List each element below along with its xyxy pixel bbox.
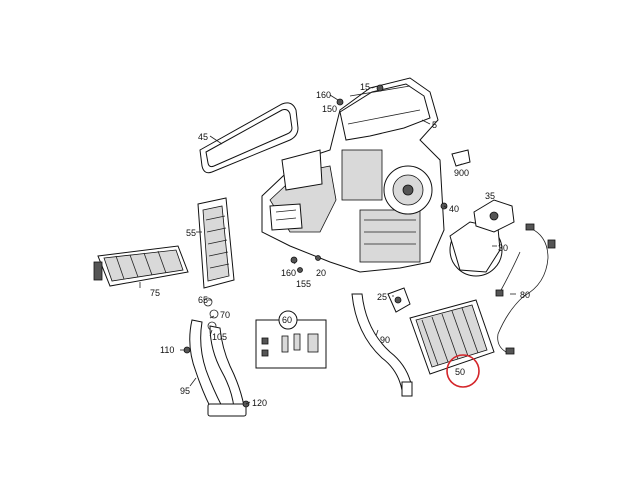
callout-160-bottom: 160 [281,268,296,278]
callout-150: 150 [322,104,337,114]
callout-110: 110 [160,345,174,355]
callout-70: 70 [220,310,230,320]
part-30-blower [449,221,503,277]
callout-900: 900 [454,168,469,178]
blower-on-housing [383,165,433,215]
callout-75: 75 [150,288,160,298]
callout-90: 90 [380,335,390,345]
callout-120: 120 [252,398,267,408]
callout-35: 35 [485,191,495,201]
part-80-harness [495,223,556,355]
leader-lines [139,86,516,405]
highlight-ring [446,354,480,388]
part-900-connector [451,149,471,167]
callout-160-top: 160 [316,90,331,100]
callout-105: 105 [212,332,227,342]
part-75-evaporator [93,245,189,287]
callout-30: 30 [498,243,508,253]
part-50-filter [409,299,495,375]
part-25-actuator [387,287,411,313]
callout-50: 50 [455,367,465,377]
hvac-housing [261,77,445,273]
callout-60: 60 [282,315,292,325]
callout-20: 20 [316,268,326,278]
callout-25: 25 [377,292,387,302]
callout-5: 5 [432,120,437,130]
callout-15: 15 [360,82,370,92]
callout-155: 155 [296,279,311,289]
callout-95: 95 [180,386,190,396]
callout-40: 40 [449,204,459,214]
callout-80: 80 [520,290,530,300]
part-60-fastener-kit [255,310,327,369]
part-35-regulator [473,199,515,233]
callout-65: 65 [198,295,208,305]
part-55-heater-core [197,197,235,289]
part-90-drain-tube [351,293,413,397]
part-95-pipes [189,319,247,417]
part-45-seal [199,102,299,174]
callout-labels: 15 160 150 5 45 900 35 40 55 30 160 20 1… [150,82,530,408]
callout-55: 55 [186,228,196,238]
callout-45: 45 [198,132,208,142]
